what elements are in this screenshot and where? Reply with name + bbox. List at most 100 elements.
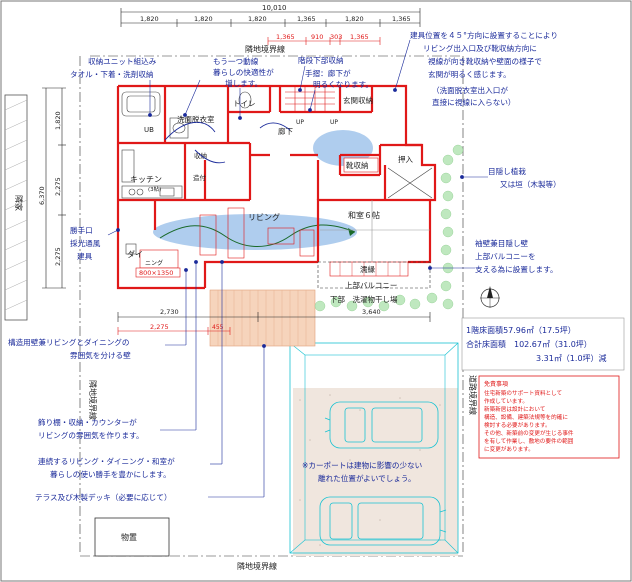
note-second-path-3: 増します。: [225, 78, 262, 88]
note-carport: ※カーポートは建物に影響の少ない: [302, 460, 422, 470]
note-second-path-2: 暮らしの快適性が: [213, 67, 274, 77]
room-washroom: 洗面脱衣室: [177, 114, 215, 124]
red-dim-4: 1,365: [350, 33, 369, 41]
disclaimer-line: 新築新居は設計において: [484, 405, 545, 413]
area-summary-box: [461, 317, 625, 371]
top-dim-6: 1,365: [392, 15, 411, 23]
room-hall: 廊下: [278, 126, 293, 136]
storage-shed-label: 物置: [121, 532, 137, 542]
area-line-1: 1階床面積57.96㎡（17.5坪）: [466, 325, 576, 335]
room-living: リビング: [248, 212, 280, 222]
bottom-dim-1: 2,730: [160, 308, 179, 316]
room-kitchen-size: (3帖): [148, 185, 161, 193]
red-dim-2: 910: [311, 33, 323, 41]
room-kitchen: キッチン: [130, 175, 162, 184]
shoe-storage-box: [343, 157, 379, 173]
red-dim-1: 1,365: [276, 33, 295, 41]
note-door-45-5: （洗面脱衣室出入口が: [432, 85, 508, 95]
room-built-in: 造付: [193, 173, 207, 182]
room-ub: UB: [144, 126, 154, 134]
disclaimer-line: 住宅新築のサポート資料として: [484, 389, 562, 397]
room-entrance-storage: 玄関収納: [343, 95, 373, 105]
note-handrail: 手摺：廊下が: [305, 68, 351, 78]
disclaimer-line: 検討する必要があります。: [484, 421, 551, 429]
top-dim-2: 1,820: [194, 15, 213, 23]
table-size-box: [135, 267, 181, 278]
fixtures: [121, 86, 433, 289]
stair-up-1: UP: [296, 119, 304, 126]
note-storage-unit: 収納ユニット組込み: [88, 56, 157, 66]
note-screen-plants-2: 又は垣（木製等）: [500, 179, 561, 189]
area-line-2: 合計床面積 102.67㎡（31.0坪）: [466, 339, 592, 349]
stair-up-2: UP: [330, 119, 338, 126]
room-dining: ダイ: [127, 249, 143, 259]
left-dim-3: 2,275: [54, 247, 62, 266]
red-dim-3: 303: [330, 33, 342, 41]
room-toilet: トイレ: [233, 99, 256, 108]
dimension-lines-bottom: [117, 312, 431, 322]
note-back-door-3: 建具: [77, 251, 93, 261]
note-door-45-2: リビング出入口及び靴収納方向に: [423, 43, 537, 53]
right-boundary-label: 道路境界線: [468, 375, 478, 415]
terrace-deck: [209, 289, 316, 347]
note-display-shelf: 飾り棚・収納・カウンターが: [38, 417, 137, 427]
top-dim-1: 1,820: [140, 15, 159, 23]
room-upper-balcony: 上部バルコニー: [345, 280, 397, 290]
note-door-45-6: 直接に視線に入らない）: [432, 97, 516, 107]
house-walls: [116, 84, 437, 290]
storage-shed: [94, 517, 170, 557]
room-washitsu: 和室６帖: [348, 210, 380, 220]
ldk-flow-area: [153, 214, 357, 250]
hedge-plants: [314, 144, 464, 312]
note-continuous-rooms-2: 暮らしの使い勝手を豊かにします。: [50, 469, 171, 479]
disclaimer-title: 免責事項: [484, 380, 508, 388]
note-carport-2: 離れた位置がよいでしょう。: [318, 473, 416, 483]
note-structural-wall: 構造用壁兼リビングとダイニングの: [8, 337, 130, 347]
note-wing-wall-3: 支える為に設置します。: [475, 264, 558, 274]
leader-lines: [107, 39, 488, 498]
hall-light-area: [313, 130, 373, 166]
disclaimer-line: に変更があります。: [484, 445, 534, 453]
note-screen-plants: 目隠し植栽: [488, 166, 526, 176]
annotation-text: 収納ユニット組込み タオル・下着・洗剤収納 もう一つ動線 暮らしの快適性が 増し…: [8, 30, 561, 502]
dimension-lines-bottom-red: [117, 327, 231, 335]
movement-arrows: [164, 121, 291, 164]
disclaimer-line: その他、新築前の変更が生じる事件: [484, 429, 574, 437]
note-stair-storage: 階段下部収納: [298, 55, 344, 65]
top-dim-4: 1,365: [297, 15, 316, 23]
left-dim-1: 1,820: [54, 111, 62, 130]
room-dining-suffix: ニング: [145, 259, 163, 267]
red-dimension-line: [267, 37, 381, 45]
note-structural-wall-2: 雰囲気を分ける壁: [70, 350, 131, 360]
note-back-door: 勝手口: [70, 225, 93, 235]
note-door-45-3: 視線が向き靴収納や壁面の様子で: [428, 56, 542, 66]
disclaimer-box: [478, 375, 620, 459]
disclaimer-line: 構造、設備、建築法規等を的確に: [484, 413, 568, 421]
carport-area: [289, 342, 459, 556]
room-shoe-storage: 靴収納: [346, 160, 369, 170]
left-boundary-label: 隣地境界線: [88, 380, 98, 420]
note-storage-unit-2: タオル・下着・洗剤収納: [70, 69, 154, 79]
bottom-boundary-label: 隣地境界線: [237, 561, 277, 571]
bottom-red-dim-1: 2,275: [150, 323, 169, 331]
dimension-lines-left: [42, 87, 66, 289]
disclaimer-lines: 住宅新築のサポート資料として 作成しています。 新築新居は設計において 構造、設…: [484, 389, 574, 453]
room-closet: 押入: [398, 154, 413, 164]
area-line-3: 3.31㎡（1.0坪）減: [536, 353, 607, 363]
bottom-dim-2: 3,640: [362, 308, 381, 316]
top-dim-5: 1,820: [345, 15, 364, 23]
left-dim-2: 2,275: [54, 177, 62, 196]
neighbor-house-label: 隣家: [14, 195, 24, 211]
flow-wave: [159, 224, 356, 247]
room-wet-deck: 濡縁: [360, 264, 375, 274]
disclaimer-line: を有して作業し、敷地の要件の範囲: [484, 437, 574, 445]
table-size-label: 800×1350: [139, 269, 173, 277]
dimension-lines-top: [120, 8, 421, 27]
car-bottom: [319, 496, 447, 546]
car-top: [324, 401, 439, 449]
note-door-45: 建具位置を４５°方向に設置することにより: [410, 30, 558, 40]
disclaimer-line: 作成しています。: [484, 397, 528, 405]
total-width-dim: 10,010: [262, 4, 287, 12]
note-terrace: テラス及び木製デッキ（必要に応じて）: [35, 492, 172, 502]
